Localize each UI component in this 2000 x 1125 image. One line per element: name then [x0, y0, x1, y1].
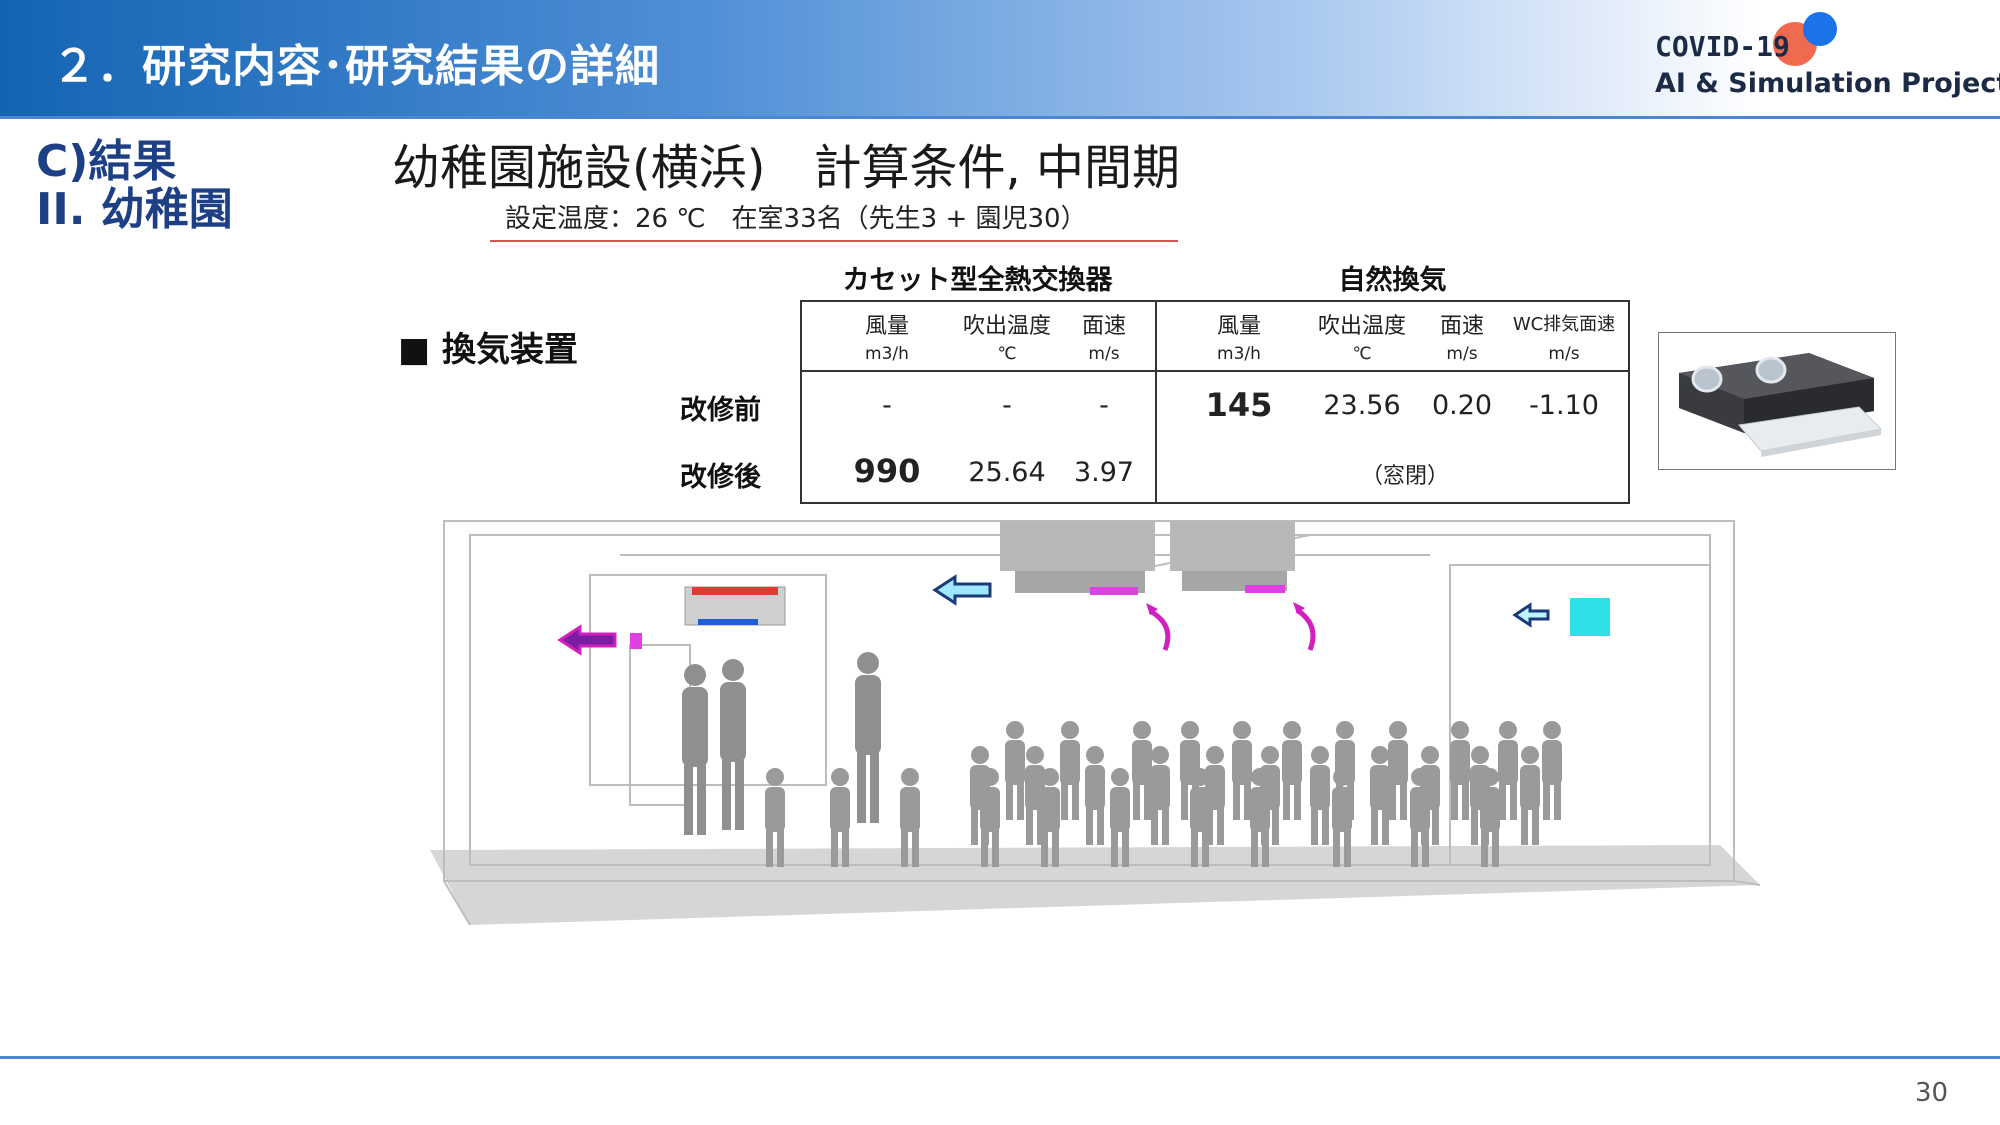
- child-figure: [1498, 721, 1518, 820]
- header-divider: [0, 116, 2000, 119]
- wall-ac-unit: [684, 586, 786, 626]
- heat-exchanger-image: [1679, 353, 1883, 457]
- occupants: [682, 652, 881, 835]
- teacher-figure: [855, 652, 881, 823]
- cell-after-window-closed: （窓閉）: [1360, 464, 1449, 489]
- logo-blue-dot: [1803, 12, 1837, 46]
- header-bar: [0, 0, 2000, 118]
- child-figure: [1040, 768, 1060, 867]
- child-figure: [1132, 721, 1152, 820]
- conditions-text: 設定温度：26 ℃ 在室33名（先生3 + 園児30）: [505, 204, 1087, 234]
- child-figure: [1250, 768, 1270, 867]
- child-figure: [1450, 721, 1470, 820]
- cell-after-velocity-1: 3.97: [1073, 457, 1135, 488]
- group-header-cassette: カセット型全熱交換器: [842, 265, 1113, 296]
- cell-before-temp-1: -: [1002, 390, 1012, 421]
- conditions-underline: [490, 240, 1178, 242]
- child-figure: [1005, 721, 1025, 820]
- group-header-natural: 自然換気: [1338, 265, 1447, 296]
- row-label-before: 改修前: [680, 395, 761, 426]
- cell-before-wc-exhaust: -1.10: [1529, 390, 1599, 421]
- child-figure: [1310, 746, 1330, 845]
- cell-before-airflow-1: -: [882, 390, 892, 421]
- child-figure: [1110, 768, 1130, 867]
- child-figure: [1480, 768, 1500, 867]
- children-group: [765, 721, 1562, 867]
- section-title: ２．研究内容･研究結果の詳細: [52, 41, 660, 92]
- child-figure: [1060, 721, 1080, 820]
- cell-after-temp-1: 25.64: [968, 457, 1046, 488]
- logo-line-2: AI & Simulation Project: [1655, 68, 2000, 99]
- side-title-line-2: II. 幼稚園: [36, 184, 233, 235]
- page-title: 幼稚園施設(横浜) 計算条件, 中間期: [392, 140, 1180, 196]
- child-figure: [1370, 746, 1390, 845]
- child-figure: [1232, 721, 1252, 820]
- child-figure: [1150, 746, 1170, 845]
- cell-before-velocity-1: -: [1099, 390, 1109, 421]
- cell-before-velocity-2: 0.20: [1431, 390, 1493, 421]
- ventilation-label: ■ 換気装置: [398, 330, 578, 370]
- child-figure: [1410, 768, 1430, 867]
- child-figure: [900, 768, 920, 867]
- child-figure: [980, 768, 1000, 867]
- teacher-figure: [720, 659, 746, 830]
- cell-before-airflow-2: 145: [1205, 386, 1273, 424]
- child-figure: [1388, 721, 1408, 820]
- footer-divider: [0, 1056, 2000, 1059]
- table-group-divider: [1155, 302, 1157, 502]
- row-label-after: 改修後: [680, 462, 761, 493]
- child-figure: [1282, 721, 1302, 820]
- table-header-divider: [802, 370, 1628, 372]
- child-figure: [1085, 746, 1105, 845]
- teacher-figure: [682, 664, 708, 835]
- side-title: C)結果 II. 幼稚園: [36, 138, 233, 234]
- child-figure: [1520, 746, 1540, 845]
- side-title-line-1: C)結果: [36, 136, 177, 187]
- cell-before-temp-2: 23.56: [1323, 390, 1401, 421]
- child-figure: [765, 768, 785, 867]
- classroom-simulation-image: [430, 520, 1760, 926]
- child-figure: [830, 768, 850, 867]
- project-logo: COVID-19 AI & Simulation Project: [1655, 12, 2000, 112]
- child-figure: [1332, 768, 1352, 867]
- child-figure: [1542, 721, 1562, 820]
- logo-line-1: COVID-19: [1655, 30, 1790, 63]
- heat-exchanger-photo: [1658, 332, 1896, 470]
- cell-after-airflow-1: 990: [853, 452, 921, 490]
- child-figure: [1190, 768, 1210, 867]
- scene-floor: [430, 845, 1760, 925]
- airflow-arrows: [557, 574, 1610, 656]
- page-number: 30: [1915, 1078, 1949, 1108]
- ceiling-units: [1000, 521, 1295, 595]
